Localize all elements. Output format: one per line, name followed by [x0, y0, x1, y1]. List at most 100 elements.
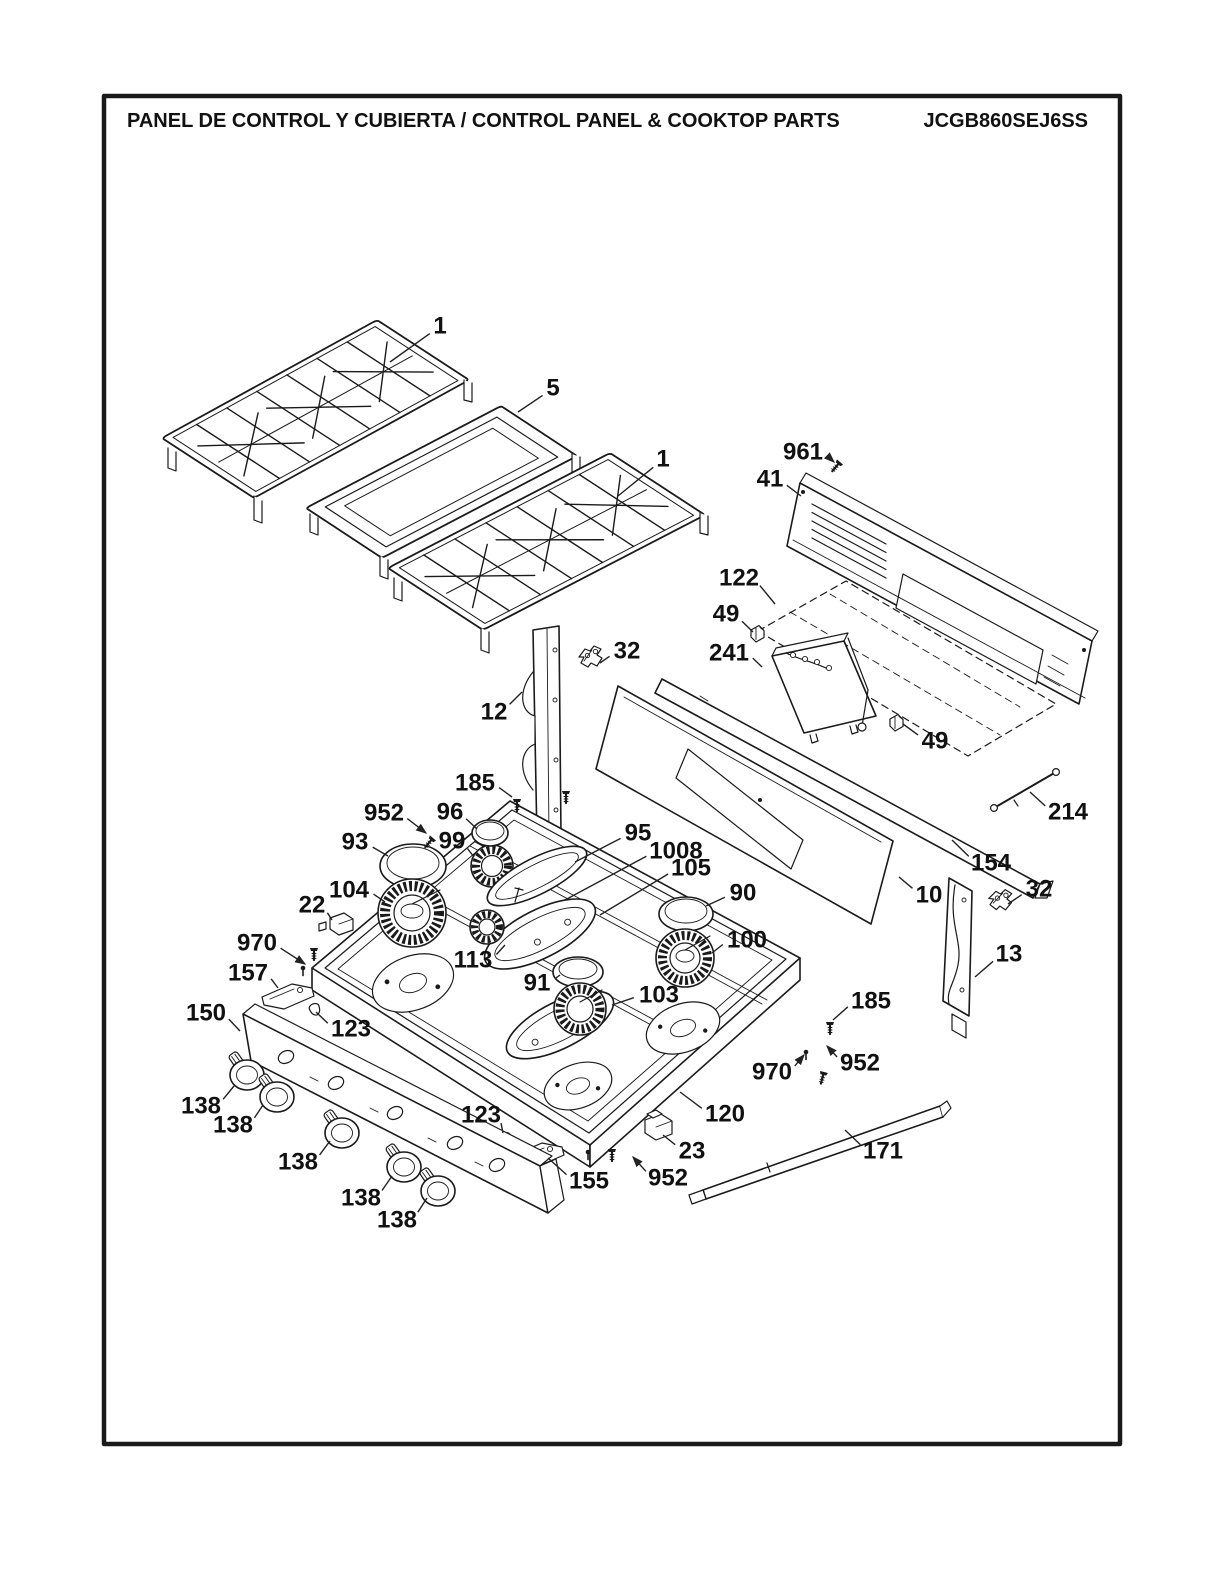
part-label-171: 171 [844, 1129, 903, 1165]
svg-text:22: 22 [299, 892, 326, 919]
back-panel [786, 472, 1099, 705]
bolt-970-right [802, 1048, 810, 1061]
burner-cap-96 [471, 819, 509, 847]
part-label-120: 120 [679, 1091, 745, 1128]
screw-961 [828, 458, 845, 475]
part-label-138: 138 [341, 1175, 393, 1212]
bolt-970-left [299, 964, 307, 977]
svg-text:32: 32 [1026, 876, 1053, 903]
part-label-241: 241 [709, 640, 763, 668]
side-trim-13 [942, 877, 973, 1039]
svg-text:23: 23 [679, 1138, 706, 1165]
svg-text:241: 241 [709, 640, 749, 667]
part-label-155: 155 [547, 1157, 609, 1195]
part-label-970: 970 [752, 1053, 805, 1086]
svg-text:961: 961 [783, 439, 823, 466]
part-label-952: 952 [364, 800, 428, 834]
screw-970-left [308, 946, 320, 962]
screw-952-right [815, 1069, 829, 1086]
part-label-185: 185 [832, 988, 891, 1021]
svg-text:100: 100 [727, 927, 767, 954]
svg-text:90: 90 [730, 880, 757, 907]
model-number: JCGB860SEJ6SS [923, 110, 1088, 132]
side-bracket-12 [522, 625, 562, 841]
part-label-138: 138 [377, 1197, 428, 1234]
page-border [101, 93, 1123, 1447]
svg-text:103: 103 [639, 982, 679, 1009]
svg-text:171: 171 [863, 1138, 903, 1165]
screw-952-bottom [606, 1147, 618, 1163]
part-label-185: 185 [455, 770, 513, 798]
ignitor-bracket-157 [261, 983, 315, 1010]
svg-text:970: 970 [752, 1059, 792, 1086]
svg-text:138: 138 [213, 1112, 253, 1139]
rod-214 [989, 767, 1060, 812]
spark-switch-23 [644, 1109, 673, 1141]
part-label-154: 154 [951, 839, 1012, 877]
svg-text:96: 96 [437, 799, 464, 826]
svg-text:122: 122 [719, 565, 759, 592]
svg-text:138: 138 [278, 1149, 318, 1176]
part-label-96: 96 [437, 799, 478, 830]
part-label-157: 157 [228, 960, 279, 989]
svg-text:93: 93 [342, 829, 369, 856]
part-label-970: 970 [237, 930, 307, 965]
svg-text:104: 104 [329, 877, 370, 904]
burner-head-103 [505, 982, 615, 1060]
svg-text:12: 12 [481, 699, 508, 726]
part-label-49: 49 [713, 601, 754, 633]
part-label-105: 105 [599, 855, 711, 916]
burner-head-100 [655, 928, 715, 988]
svg-text:10: 10 [916, 882, 943, 909]
svg-text:123: 123 [331, 1016, 371, 1043]
svg-text:138: 138 [377, 1207, 417, 1234]
svg-text:1008: 1008 [649, 838, 702, 865]
svg-text:138: 138 [341, 1185, 381, 1212]
svg-text:1: 1 [433, 313, 446, 340]
svg-text:123: 123 [461, 1102, 501, 1129]
svg-text:105: 105 [671, 855, 711, 882]
part-label-13: 13 [974, 941, 1022, 978]
svg-text:970: 970 [237, 930, 277, 957]
control-panel-glass [595, 685, 894, 925]
svg-text:214: 214 [1048, 799, 1089, 826]
control-knob-4 [384, 1142, 422, 1183]
part-label-150: 150 [186, 1000, 241, 1032]
svg-text:150: 150 [186, 1000, 226, 1027]
part-label-952: 952 [632, 1155, 688, 1192]
part-label-1008: 1008 [564, 838, 703, 901]
part-label-90: 90 [705, 880, 757, 907]
part-label-138: 138 [278, 1140, 331, 1176]
svg-text:5: 5 [546, 375, 559, 402]
part-label-49: 49 [902, 723, 949, 755]
part-label-12: 12 [481, 691, 523, 726]
part-label-32: 32 [1007, 876, 1053, 905]
part-label-23: 23 [662, 1134, 706, 1165]
bracket-32-right [986, 886, 1014, 913]
svg-text:49: 49 [922, 728, 949, 755]
part-label-41: 41 [757, 466, 802, 497]
part-label-93: 93 [342, 829, 389, 857]
part-label-123: 123 [315, 1011, 371, 1043]
part-label-138: 138 [181, 1085, 235, 1120]
burner-head-104 [377, 878, 447, 948]
part-label-113: 113 [454, 944, 506, 974]
svg-text:1: 1 [656, 446, 669, 473]
screw-185-top-b [560, 789, 572, 805]
svg-text:185: 185 [455, 770, 495, 797]
spark-switch-22 [318, 912, 354, 936]
svg-text:113: 113 [454, 947, 493, 974]
part-label-22: 22 [299, 892, 333, 921]
svg-text:49: 49 [713, 601, 740, 628]
svg-text:120: 120 [705, 1101, 745, 1128]
svg-text:155: 155 [569, 1168, 609, 1195]
part-label-103: 103 [611, 982, 679, 1009]
screw-185-right [824, 1020, 836, 1036]
svg-text:185: 185 [851, 988, 891, 1015]
bracket-32-left [578, 645, 603, 668]
part-label-138: 138 [213, 1104, 264, 1139]
burner-grate-left [162, 320, 472, 523]
top-trim-154 [654, 678, 1054, 899]
part-label-961: 961 [783, 439, 836, 466]
